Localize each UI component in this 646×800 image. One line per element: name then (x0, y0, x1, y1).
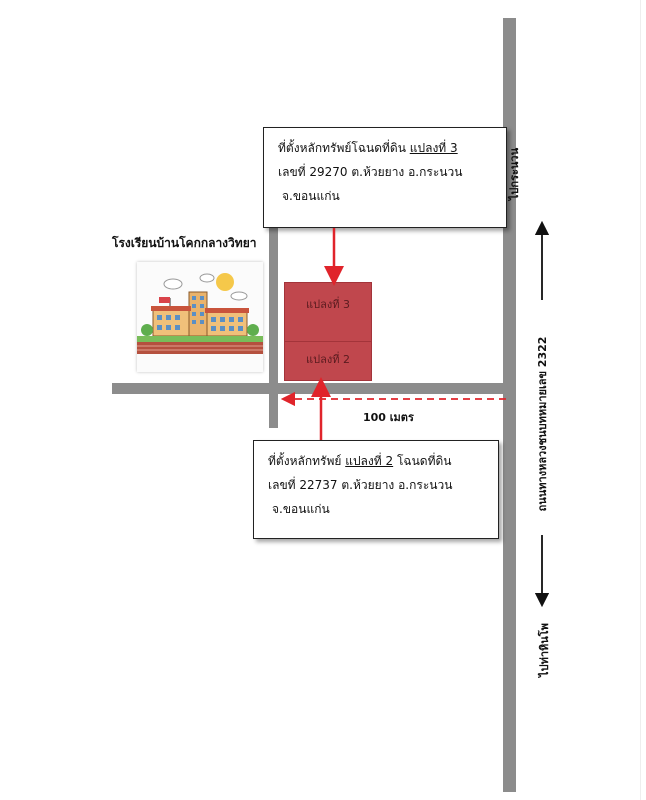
plot-3-label: แปลงที่ 3 (306, 298, 350, 311)
info-bottom-line2: เลขที่ 22737 ต.ห้วยยาง อ.กระนวน (268, 478, 453, 492)
info-box-plot-3: ที่ตั้งหลักทรัพย์โฉนดที่ดิน แปลงที่ 3 เล… (263, 127, 507, 228)
info-box-plot-2: ที่ตั้งหลักทรัพย์ แปลงที่ 2 โฉนดที่ดิน เ… (253, 440, 499, 539)
info-top-line3: จ.ขอนแก่น (282, 189, 340, 203)
info-bottom-line3: จ.ขอนแก่น (272, 502, 330, 516)
plot-2-label: แปลงที่ 2 (306, 353, 350, 366)
info-bottom-prefix: ที่ตั้งหลักทรัพย์ (268, 454, 346, 468)
info-top-prefix: ที่ตั้งหลักทรัพย์โฉนดที่ดิน (278, 141, 410, 155)
distance-label: 100 เมตร (363, 411, 414, 424)
info-top-line1: ที่ตั้งหลักทรัพย์โฉนดที่ดิน แปลงที่ 3 (278, 136, 506, 160)
info-bottom-suffix: โฉนดที่ดิน (393, 454, 452, 468)
info-top-line2: เลขที่ 29270 ต.ห้วยยาง อ.กระนวน (278, 165, 463, 179)
info-bottom-plot: แปลงที่ 2 (345, 454, 394, 468)
info-bottom-line1: ที่ตั้งหลักทรัพย์ แปลงที่ 2 โฉนดที่ดิน (268, 449, 498, 473)
info-top-plot: แปลงที่ 3 (409, 141, 458, 155)
access-road (269, 205, 278, 428)
school-building-illustration (137, 262, 263, 372)
school-name: โรงเรียนบ้านโคกกลางวิทยา (112, 236, 257, 250)
